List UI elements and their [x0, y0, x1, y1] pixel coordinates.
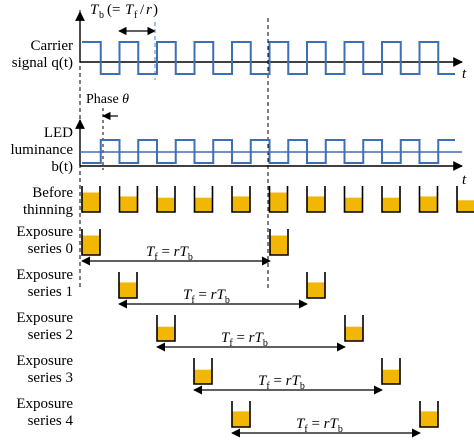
exposure-bucket-end	[344, 315, 364, 342]
svg-text:): )	[153, 2, 158, 18]
interval-label: Tf = rTb	[183, 287, 230, 306]
exposure-bucket-start	[231, 401, 251, 428]
led-label-line1: LED	[44, 125, 73, 141]
svg-text:T: T	[90, 2, 100, 18]
carrier-axis	[75, 11, 463, 67]
svg-text:(=: (=	[107, 2, 120, 18]
before-thinning-bucket	[231, 186, 251, 213]
exposure-series-label: series 3	[28, 370, 73, 386]
period-formula-label: T b (= T f / r )	[90, 2, 158, 21]
before-thinning-bucket	[381, 186, 401, 213]
interval-label: Tf = rTb	[258, 373, 305, 392]
before-thinning-bucket	[418, 186, 439, 213]
before-thinning-bucket	[118, 186, 139, 213]
exposure-bucket-start	[81, 229, 101, 256]
led-label-line2: luminance	[11, 142, 74, 158]
led-axis	[75, 119, 463, 171]
carrier-signal-wave	[82, 41, 455, 75]
phase-label: Phase θ	[86, 92, 129, 107]
before-thinning-bucket	[156, 186, 176, 213]
led-luminance-wave	[82, 139, 455, 164]
exposure-series-label: series 4	[28, 413, 74, 429]
exposure-bucket-end	[269, 229, 289, 256]
before-thinning-buckets	[81, 186, 474, 213]
interval-label: Tf = rTb	[221, 330, 268, 349]
before-thinning-bucket	[193, 186, 214, 213]
exposure-series-label: Exposure	[16, 396, 73, 412]
exposure-series-label: Exposure	[16, 353, 73, 369]
before-thinning-bucket	[456, 186, 474, 213]
before-thinning-bucket	[81, 186, 101, 213]
before-thinning-bucket	[306, 186, 326, 213]
exposure-series-label: Exposure	[16, 224, 73, 240]
exposure-series-label: series 2	[28, 327, 73, 343]
led-t-label: t	[462, 172, 467, 188]
exposure-series-label: Exposure	[16, 267, 73, 283]
before-thinning-bucket	[343, 186, 364, 213]
carrier-label-line2: signal q(t)	[12, 55, 73, 71]
exposure-series-label: series 0	[28, 241, 73, 257]
before-thinning-line1: Before	[32, 185, 73, 201]
led-label-line3: b(t)	[51, 159, 73, 175]
exposure-bucket-start	[118, 272, 138, 299]
svg-text:/: /	[140, 2, 145, 18]
interval-label: Tf = rTb	[296, 416, 343, 435]
exposure-bucket-end	[381, 358, 401, 385]
interval-label: Tf = rTb	[146, 244, 193, 263]
svg-text:f: f	[134, 10, 138, 21]
before-thinning-bucket	[268, 186, 289, 213]
carrier-label-line1: Carrier	[31, 38, 73, 54]
exposure-bucket-end	[306, 272, 326, 299]
before-thinning-line2: thinning	[23, 202, 74, 218]
exposure-bucket-end	[419, 401, 439, 428]
exposure-bucket-start	[156, 315, 176, 342]
exposure-series-label: Exposure	[16, 310, 73, 326]
svg-text:b: b	[99, 10, 104, 21]
exposure-series-label: series 1	[28, 284, 73, 300]
exposure-bucket-start	[193, 358, 213, 385]
svg-text:T: T	[125, 2, 135, 18]
svg-text:r: r	[146, 2, 152, 18]
carrier-t-label: t	[462, 66, 467, 82]
